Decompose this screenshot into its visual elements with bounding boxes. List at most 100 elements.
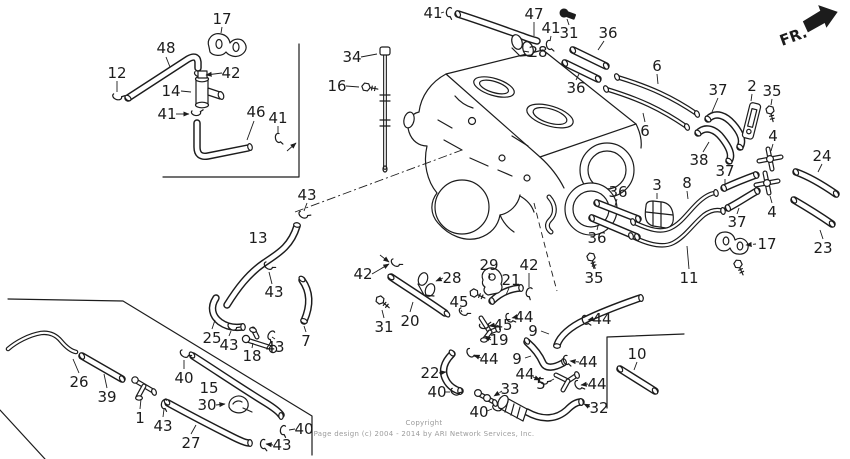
part-number-label[interactable]: 37 (715, 162, 734, 180)
part-number-label[interactable]: 14 (161, 82, 180, 100)
hose-end-ring (247, 143, 253, 151)
part-number-label[interactable]: 36 (587, 229, 606, 247)
part-number-label[interactable]: 34 (342, 48, 361, 66)
part-number-label[interactable]: 17 (212, 10, 231, 28)
part-number-label[interactable]: 1 (135, 409, 145, 427)
part-number-label[interactable]: 40 (294, 420, 313, 438)
part-number-label[interactable]: 43 (219, 336, 238, 354)
part-number-label[interactable]: 3 (652, 176, 662, 194)
part-number-label[interactable]: 13 (248, 229, 267, 247)
part-number-label[interactable]: 6 (652, 57, 662, 75)
part-number-label[interactable]: 36 (608, 183, 627, 201)
callout-leader-line (165, 56, 171, 68)
part-number-label[interactable]: 12 (107, 64, 126, 82)
callout-leader-line (473, 354, 482, 360)
part-number-label[interactable]: 4 (768, 127, 778, 145)
part-number-label[interactable]: 42 (519, 256, 538, 274)
part-number-label[interactable]: 8 (682, 174, 692, 192)
part-number-label[interactable]: 17 (757, 235, 776, 253)
part-number-label[interactable]: 5 (536, 375, 546, 393)
part-number-label[interactable]: 36 (598, 24, 617, 42)
part-number-label[interactable]: 32 (589, 399, 608, 417)
part-number-label[interactable]: 41 (268, 109, 287, 127)
hose-path-core (6, 331, 78, 354)
part-number-label[interactable]: 20 (400, 312, 419, 330)
hose-end-ring (602, 85, 610, 93)
part-number-label[interactable]: 10 (627, 345, 646, 363)
part-number-label[interactable]: 40 (174, 369, 193, 387)
part-number-label[interactable]: 40 (427, 383, 446, 401)
part-number-label[interactable]: 11 (679, 269, 698, 287)
part-number-label[interactable]: 31 (374, 318, 393, 336)
part-number-label[interactable]: 29 (479, 256, 498, 274)
part-number-label[interactable]: 28 (442, 269, 461, 287)
part-number-label[interactable]: 44 (514, 308, 533, 326)
part-number-label[interactable]: 30 (197, 396, 216, 414)
part-number-label[interactable]: 41 (423, 4, 442, 22)
hose-path-core (194, 120, 251, 159)
part-number-label[interactable]: 28 (528, 43, 547, 61)
part-number-label[interactable]: 45 (449, 293, 468, 311)
part-number-label[interactable]: 43 (297, 186, 316, 204)
part-number-label[interactable]: 23 (813, 239, 832, 257)
part-number-label[interactable]: 42 (221, 64, 240, 82)
part-number-label[interactable]: 38 (689, 151, 708, 169)
callout-leader-line (591, 262, 595, 270)
hose-end-ring (594, 75, 602, 83)
callout-leader-line (583, 403, 591, 409)
hose-end-ring (78, 352, 86, 360)
part-number-label[interactable]: 26 (69, 373, 88, 391)
part-number-label[interactable]: 43 (265, 338, 284, 356)
part-number-label[interactable]: 44 (592, 310, 611, 328)
part-number-label[interactable]: 21 (501, 271, 520, 289)
part-number-label[interactable]: 44 (479, 350, 498, 368)
hose-end-ring (387, 273, 395, 281)
part-number-label[interactable]: 48 (156, 39, 175, 57)
part-number-label[interactable]: 44 (578, 353, 597, 371)
callout-leader-line (488, 272, 491, 279)
hose-end-ring (480, 337, 489, 343)
part-number-label[interactable]: 2 (747, 77, 757, 95)
part-number-label[interactable]: 42 (353, 265, 372, 283)
hose-end-ring (489, 297, 495, 305)
part-number-label[interactable]: 41 (541, 19, 560, 37)
part-number-label[interactable]: 9 (528, 322, 538, 340)
part-number-label[interactable]: 43 (153, 417, 172, 435)
callout-leader-line (303, 325, 307, 333)
part-number-label[interactable]: 25 (202, 329, 221, 347)
part-number-label[interactable]: 40 (469, 403, 488, 421)
part-number-label[interactable]: 33 (500, 380, 519, 398)
hose-end-ring (634, 233, 640, 241)
part-number-label[interactable]: 24 (812, 147, 831, 165)
part-number-label[interactable]: 4 (767, 203, 777, 221)
callout-leader-line (271, 336, 276, 340)
part-number-label[interactable]: 16 (327, 77, 346, 95)
part-number-label[interactable]: 7 (301, 332, 311, 350)
part-number-label[interactable]: 47 (524, 5, 543, 23)
part-number-label[interactable]: 22 (420, 364, 439, 382)
part-number-label[interactable]: 43 (264, 283, 283, 301)
part-number-label[interactable]: 9 (512, 350, 522, 368)
part-number-label[interactable]: 45 (493, 316, 512, 334)
part-number-label[interactable]: 18 (242, 347, 261, 365)
part-number-label[interactable]: 31 (559, 24, 578, 42)
part-number-label[interactable]: 19 (489, 331, 508, 349)
part-number-label[interactable]: 27 (181, 434, 200, 452)
part-number-label[interactable]: 36 (566, 79, 585, 97)
part-number-label[interactable]: 35 (584, 269, 603, 287)
callout-leader-line (162, 408, 165, 418)
part-number-label[interactable]: 44 (515, 365, 534, 383)
part-number-label[interactable]: 35 (762, 82, 781, 100)
part-number-label[interactable]: 44 (587, 375, 606, 393)
part-number-label[interactable]: 46 (246, 103, 265, 121)
part-number-label[interactable]: 41 (157, 105, 176, 123)
part-number-label[interactable]: 37 (727, 213, 746, 231)
hose-clamp-icon (525, 287, 533, 301)
part-number-label[interactable]: 37 (708, 81, 727, 99)
fr-direction-arrow: FR. (777, 5, 838, 50)
part-number-label[interactable]: 6 (640, 122, 650, 140)
callout-leader-line (656, 73, 659, 85)
part-number-label[interactable]: 15 (199, 379, 218, 397)
part-number-label[interactable]: 43 (272, 436, 291, 454)
part-number-label[interactable]: 39 (97, 388, 116, 406)
